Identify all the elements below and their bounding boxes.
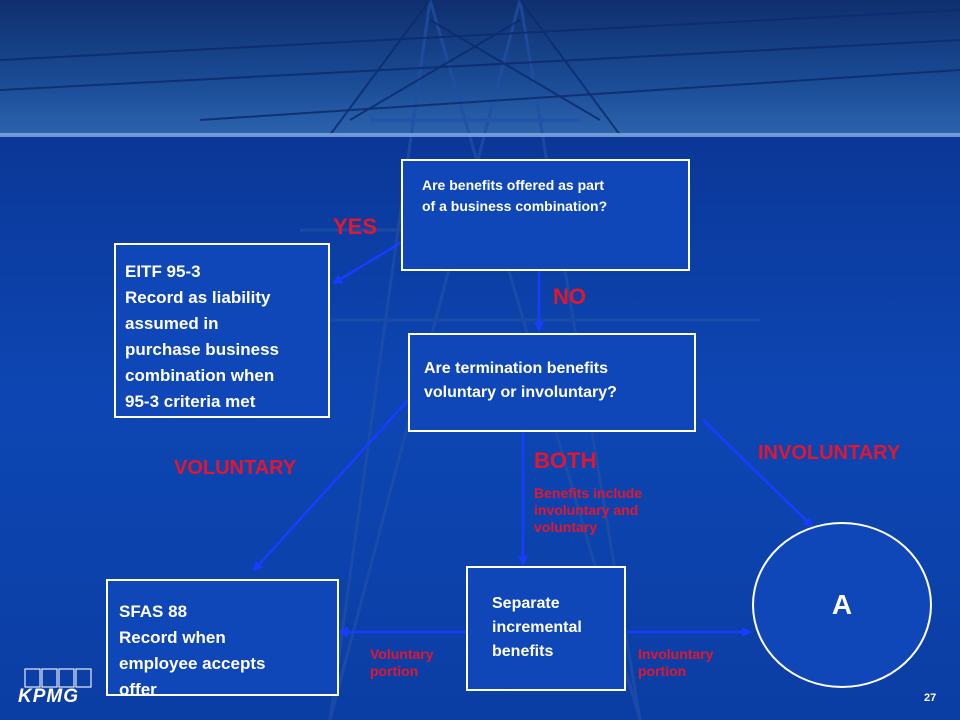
both-note-label: Benefits include involuntary and volunta…: [534, 485, 643, 535]
connector-circle-a: A: [752, 522, 932, 688]
voluntary-label: VOLUNTARY: [174, 457, 297, 479]
header-divider: [0, 133, 960, 137]
question-business-combination-box: Are benefits offered as part of a busine…: [401, 159, 690, 271]
kpmg-logo: KPMG: [18, 686, 79, 707]
involuntary-label: INVOLUNTARY: [758, 442, 901, 464]
voluntary-portion-label: Voluntary portion: [370, 646, 434, 679]
arrow-yes: [332, 240, 403, 285]
question-business-combination-text: Are benefits offered as part of a busine…: [422, 177, 608, 214]
question-voluntary-involuntary-box: Are termination benefits voluntary or in…: [408, 333, 696, 432]
yes-label: YES: [333, 214, 378, 239]
arrow-involuntary: [702, 419, 814, 528]
question-voluntary-involuntary-text: Are termination benefits voluntary or in…: [424, 360, 617, 401]
separate-incremental-benefits-box: Separate incremental benefits: [466, 566, 626, 691]
sfas-88-text: SFAS 88 Record when employee accepts off…: [119, 602, 266, 699]
page-number: 27: [924, 692, 937, 704]
both-label: BOTH: [534, 448, 597, 473]
arrow-voluntary: [252, 397, 411, 572]
eitf-95-3-box: EITF 95-3 Record as liability assumed in…: [114, 243, 330, 418]
no-label: NO: [553, 284, 586, 309]
header-band: [0, 0, 960, 135]
eitf-95-3-text: EITF 95-3 Record as liability assumed in…: [125, 262, 280, 411]
involuntary-portion-label: Involuntary portion: [638, 646, 714, 679]
kpmg-logo-mark: [24, 668, 92, 688]
separate-incremental-benefits-text: Separate incremental benefits: [492, 595, 582, 660]
sfas-88-box: SFAS 88 Record when employee accepts off…: [106, 579, 339, 699]
